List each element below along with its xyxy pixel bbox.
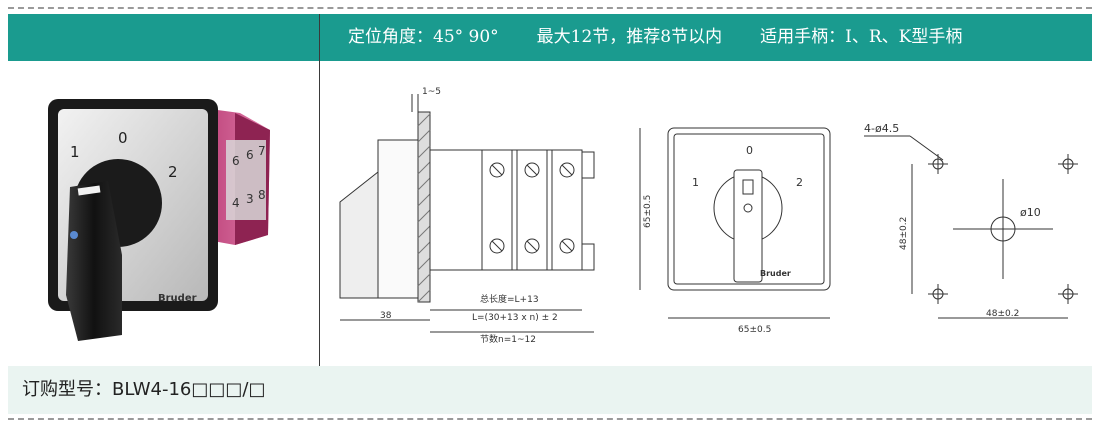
deck-section-3 — [551, 149, 583, 271]
end-bolt-top — [581, 151, 595, 179]
front-brand: Bruder — [760, 269, 791, 278]
front-position-2: 2 — [796, 176, 803, 189]
deck-digit: 8 — [258, 188, 266, 202]
spec-header: 定位角度：45° 90° 最大12节，推荐8节以内 适用手柄：I、R、K型手柄 — [8, 14, 1092, 61]
deck-section-2 — [516, 149, 548, 271]
order-bar: 订购型号：BLW4-16□□□/□ — [8, 366, 1092, 414]
deck-section-1 — [481, 149, 513, 271]
deck-digit: 4 — [232, 196, 240, 210]
deck-digit: 6 — [246, 148, 254, 162]
front-handle-screw — [743, 203, 753, 213]
applicable-handles: 适用手柄：I、R、K型手柄 — [760, 27, 963, 47]
front-inner-outline — [673, 133, 825, 285]
mounting-drawing: 4-ø4.5 ø10 48±0.2 48±0.2 — [864, 122, 1078, 319]
handle-profile — [339, 170, 379, 299]
switch-body — [429, 149, 583, 271]
handle-lock-hole — [70, 231, 78, 239]
deck-digit: 7 — [258, 144, 266, 158]
length-formula-2: L=(30+13 x n) ± 2 — [472, 313, 558, 323]
mounting-holes — [928, 154, 1078, 304]
depth-label: 38 — [380, 311, 392, 321]
end-bolt-bottom — [581, 243, 595, 271]
switch-handle — [66, 181, 122, 341]
frame-profile — [377, 139, 419, 299]
holes-label: 4-ø4.5 — [864, 122, 899, 135]
bottom-dashed-border — [8, 418, 1092, 420]
front-height-label: 65±0.5 — [643, 195, 653, 228]
spec-header-text: 定位角度：45° 90° 最大12节，推荐8节以内 适用手柄：I、R、K型手柄 — [348, 14, 1000, 61]
front-width-label: 65±0.5 — [738, 325, 771, 335]
sections-formula: 节数n=1~12 — [480, 333, 536, 345]
horizontal-spacing-label: 48±0.2 — [986, 309, 1019, 319]
dial-label-0: 0 — [118, 129, 128, 147]
deck-digit: 3 — [246, 192, 254, 206]
front-handle — [733, 169, 763, 283]
deck-digits: 6 6 7 4 3 8 — [232, 144, 266, 210]
center-label: ø10 — [1020, 206, 1041, 219]
deck-digit: 6 — [232, 154, 240, 168]
vertical-spacing-label: 48±0.2 — [899, 217, 909, 250]
side-view-drawing: 1~5 38 总长度=L+13 L=(30+13 x n) ± 2 节数n=1~… — [339, 87, 595, 345]
front-position-0: 0 — [746, 144, 753, 157]
handle-indicator — [77, 185, 101, 196]
order-code: 订购型号：BLW4-16□□□/□ — [22, 379, 266, 400]
panel-hatching — [417, 113, 431, 303]
front-position-1: 1 — [692, 176, 699, 189]
dial-label-1: 1 — [70, 143, 80, 161]
top-dashed-border — [8, 7, 1092, 9]
gap-label: 1~5 — [422, 87, 441, 97]
front-outline — [667, 127, 831, 291]
front-handle-indicator — [742, 179, 754, 195]
deck-terminal-strip — [226, 140, 266, 220]
photo-brand: Bruder — [158, 293, 197, 304]
positioning-angle: 定位角度：45° 90° — [348, 27, 499, 47]
max-sections: 最大12节，推荐8节以内 — [536, 27, 723, 47]
front-view-drawing: 0 1 2 65±0.5 65±0.5 Bruder — [639, 127, 831, 335]
holes-leader — [909, 135, 944, 161]
product-photo: 6 6 7 4 3 8 1 0 2 Bruder — [48, 99, 270, 341]
length-formula-1: 总长度=L+13 — [480, 293, 539, 305]
dial-label-2: 2 — [168, 163, 178, 181]
terminal-screws — [489, 162, 575, 254]
dial-labels: 1 0 2 — [70, 129, 178, 181]
panel-divider — [319, 14, 320, 366]
